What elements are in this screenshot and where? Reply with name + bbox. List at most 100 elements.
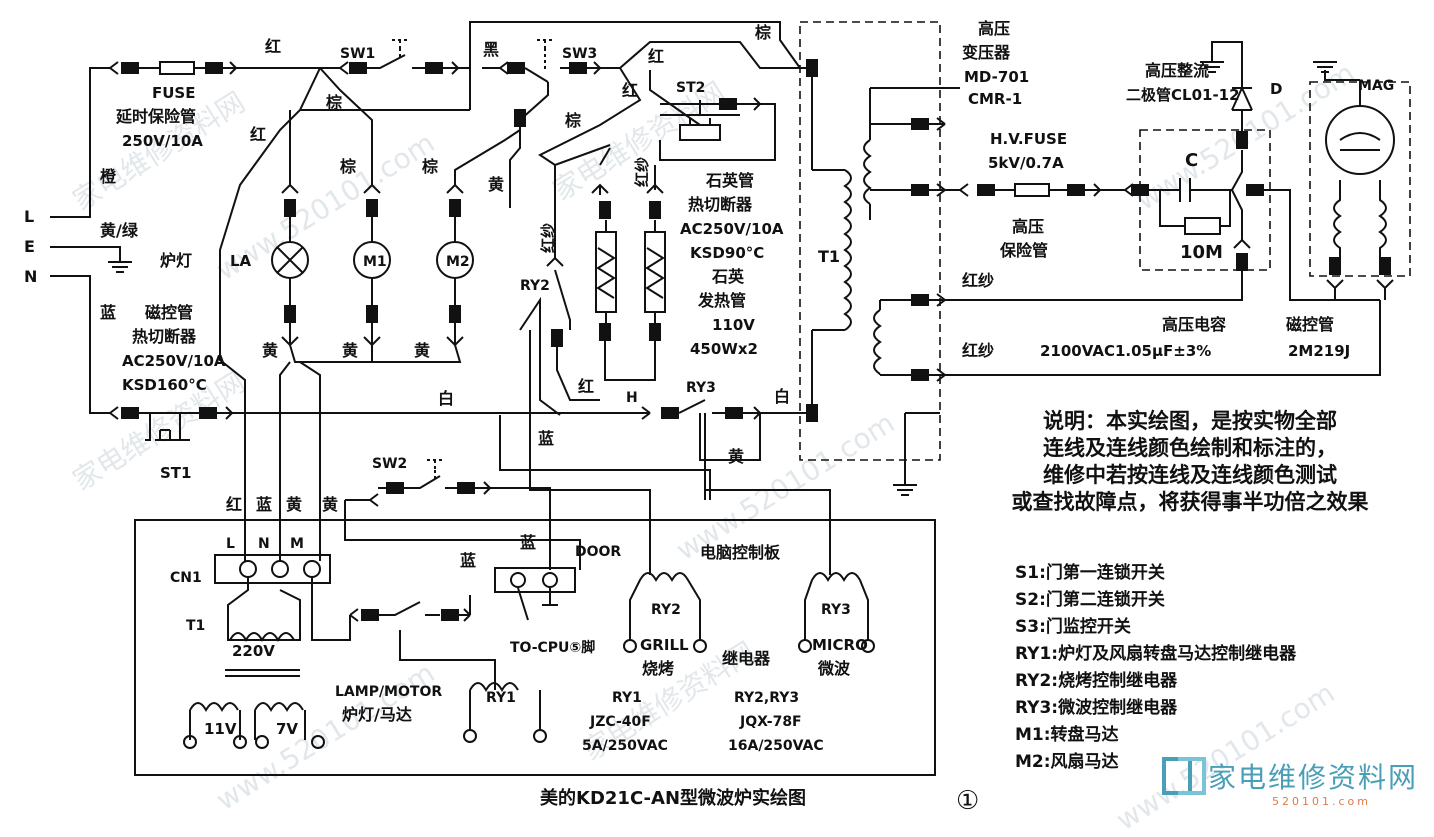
mag-cutout-label: 磁控管 [145,303,193,322]
ry23-rating: 16A/250VAC [728,738,824,754]
relay-cn-label: 继电器 [722,649,771,668]
legend-item: S2:门第二连锁开关 [1015,590,1165,610]
wire-yellow-label: 黄 [322,495,338,514]
ry23-model-label: RY2,RY3 [734,690,799,706]
wire-red-yarn-label: 红纱 [633,157,651,187]
wire-red-label: 红 [622,81,638,100]
site-logo: 家电维修资料网 520101.com [1160,755,1419,808]
quartz-cutout-label: 热切断器 [688,195,753,214]
ry1-model: JZC-40F [589,714,651,730]
sw3-label: SW3 [562,46,597,62]
ry1-board-label: RY1 [486,690,516,706]
quartz-heater-label: 石英 [711,267,745,286]
mag-cutout-temp: KSD160°C [122,376,207,394]
legend-item: RY2:烧烤控制继电器 [1015,671,1178,691]
cn1-label: CN1 [170,570,202,586]
capacitor-c-label: C [1185,150,1198,171]
lamp-motor-label: LAMP/MOTOR [335,684,442,700]
grill-label: GRILL [640,636,689,654]
t1-label: T1 [818,247,840,266]
lamp-motor-cn-label: 炉灯/马达 [342,705,412,724]
quartz-heater-power: 450Wx2 [690,340,758,358]
hv-diode-model: 二极管CL01-12 [1126,86,1240,104]
legend-item: RY1:炉灯及风扇转盘马达控制继电器 [1015,644,1297,664]
wire-yellow-green-label: 黄/绿 [100,221,139,240]
wire-red-label: 红 [250,125,266,144]
v220-label: 220V [232,642,275,660]
mag-label: MAG [1358,78,1394,94]
wire-blue-label: 蓝 [520,533,536,552]
wire-yellow-label: 黄 [342,341,358,360]
m1-branch [319,67,391,347]
sw1-label: SW1 [340,46,375,62]
wire-yellow-label: 黄 [286,495,302,514]
ry1-model-label: RY1 [612,690,642,706]
diode-d-label: D [1270,80,1282,98]
legend-item: M2:风扇马达 [1015,752,1119,772]
quartz-cutout-label: 石英管 [705,171,754,190]
wire-brown-label: 棕 [565,111,581,130]
wire-yellow-label: 黄 [488,175,504,194]
wire-yellow-label: 黄 [414,341,430,360]
legend-item: RY3:微波控制继电器 [1015,698,1178,718]
wire-yellow-label: 黄 [728,447,744,466]
hv-capacitor-label: 高压电容 [1162,315,1226,334]
wire-white-label: 白 [438,389,454,408]
diagram-title: 美的KD21C-AN型微波炉实绘图 [540,788,807,809]
wire-orange-label: 橙 [100,167,117,186]
ry2-label: RY2 [520,278,550,294]
ry1-rating: 5A/250VAC [582,738,668,754]
resistor-10m-label: 10M [1180,242,1223,263]
mag-cutout-label: 热切断器 [132,327,197,346]
notes-line: 说明：本实绘图，是按实物全部 [1043,409,1337,433]
notes: 说明：本实绘图，是按实物全部 连线及连线颜色绘制和标注的， 维修中若按连线及连线… [960,408,1420,516]
hv-fuse-label: H.V.FUSE [990,130,1067,148]
v11-label: 11V [204,720,237,738]
board-label: 电脑控制板 [700,543,781,562]
figure-number: ① [956,786,980,816]
wire-red-yarn-label: 红纱 [539,223,557,253]
notes-line: 维修中若按连线及连线颜色测试 [1043,463,1337,487]
wire-blue-label: 蓝 [100,303,116,322]
fuse-label: FUSE [152,84,195,102]
wire-brown-label: 棕 [340,157,356,176]
hv-fuse-cn-label: 高压 [1012,217,1044,236]
m2-label: M2 [446,254,470,270]
wire-blue-label: 蓝 [460,551,476,570]
lamp-label: 炉灯 [160,251,192,270]
door-label: DOOR [575,544,621,560]
h-label: H [626,390,638,406]
st1-label: ST1 [160,464,191,482]
quartz-cutout-temp: KSD90°C [690,244,764,262]
m2-branch [436,129,521,347]
hv-fuse-cn-label: 保险管 [999,241,1048,260]
terminal-l: L [24,207,34,226]
legend-item: M1:转盘马达 [1015,725,1119,745]
logo-icon [1160,755,1208,797]
cn1-pin-n: N [258,536,270,552]
hv-transformer-label: 变压器 [962,43,1011,62]
cn1-pin-l: L [226,536,235,552]
wire-red-label: 红 [648,47,664,66]
cn1-pin-m: M [290,536,304,552]
notes-line: 或查找故障点，将获得事半功倍之效果 [1011,490,1369,514]
wire-red-label: 红 [265,37,281,56]
terminal-e: E [24,237,35,256]
quartz-heater-label: 发热管 [697,291,746,310]
logo-name: 家电维修资料网 [1208,761,1419,794]
wire-yellow-label: 黄 [262,341,278,360]
hv-diode-label: 高压整流 [1145,61,1209,80]
v7-label: 7V [276,720,298,738]
wire-brown-label: 棕 [422,157,438,176]
t1-board-label: T1 [186,618,205,634]
quartz-cutout-rating: AC250V/10A [680,220,784,238]
fuse-rating: 250V/10A [122,132,203,150]
ry3-board-label: RY3 [821,602,851,618]
legend-item: S1:门第一连锁开关 [1015,563,1165,583]
st2-label: ST2 [676,80,705,96]
wire-red-yarn-label: 红纱 [962,341,994,360]
wire-blue-label: 蓝 [256,495,272,514]
ry23-model: JQX-78F [739,714,802,730]
logo-url: 520101.com [1272,795,1371,808]
